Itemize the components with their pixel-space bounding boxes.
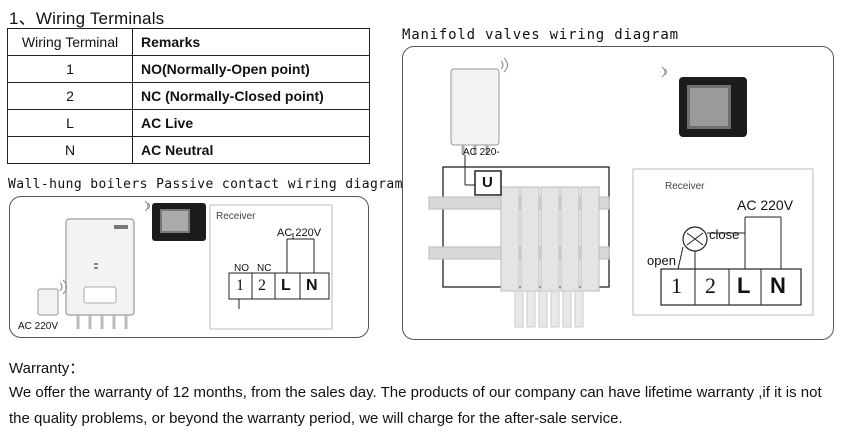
boiler-diagram-caption: Wall-hung boilers Passive contact wiring… — [8, 177, 403, 192]
thermostat-image — [144, 200, 206, 241]
no-label: NO — [234, 263, 249, 274]
terminal-l-label: L — [281, 277, 291, 294]
table-row: 1 NO(Normally-Open point) — [7, 55, 370, 83]
thermostat-image — [661, 66, 747, 137]
remark-cell: AC Neutral — [132, 136, 370, 164]
boiler-wiring-panel: Receiver AC 220V NO NC 1 2 L N AC 220V — [9, 196, 369, 338]
valve-u-label: U — [482, 174, 493, 191]
manifold-ac-label: AC 220V — [737, 197, 794, 213]
table-row: L AC Live — [7, 109, 370, 137]
terminal-cell: 2 — [7, 82, 133, 110]
terminal-cell: 1 — [7, 55, 133, 83]
boiler-ac-label: AC 220V — [277, 227, 322, 239]
manifold-image — [428, 186, 610, 328]
manifold-diagram-caption: Manifold valves wiring diagram — [402, 27, 679, 43]
receiver-box-image — [37, 279, 67, 316]
wall-hung-boiler-image — [65, 218, 135, 329]
terminal-n-label: N — [306, 277, 318, 294]
open-label: open — [647, 253, 676, 268]
terminal-2-label: 2 — [705, 273, 716, 298]
warranty-text-line-2: the quality problems, or beyond the warr… — [9, 410, 623, 427]
close-label: close — [709, 227, 740, 242]
terminal-cell: L — [7, 109, 133, 137]
terminal-cell: N — [7, 136, 133, 164]
receiver-label: Receiver — [216, 211, 256, 222]
boiler-power-label: AC 220V — [18, 321, 59, 332]
actuator-ac-label: AC 220- — [463, 147, 500, 158]
warranty-title: Warranty： — [9, 360, 85, 377]
manifold-diagram-svg — [428, 57, 814, 328]
table-row: N AC Neutral — [7, 136, 370, 164]
remark-cell: NC (Normally-Closed point) — [132, 82, 370, 110]
terminal-1-label: 1 — [236, 277, 244, 294]
table-row: 2 NC (Normally-Closed point) — [7, 82, 370, 110]
terminal-1-label: 1 — [671, 273, 682, 298]
terminal-2-label: 2 — [258, 277, 266, 294]
boiler-diagram-svg — [37, 200, 333, 330]
header-wiring-terminal: Wiring Terminal — [7, 28, 133, 56]
terminal-l-label: L — [737, 273, 751, 298]
wiring-terminal-table: Wiring Terminal Remarks 1 NO(Normally-Op… — [7, 28, 370, 164]
terminal-n-label: N — [770, 273, 786, 298]
nc-label: NC — [257, 263, 272, 274]
table-header-row: Wiring Terminal Remarks — [7, 28, 370, 56]
warranty-text-line-1: We offer the warranty of 12 months, from… — [9, 384, 822, 401]
remark-cell: AC Live — [132, 109, 370, 137]
manifold-wiring-panel: AC 220- U Receiver AC 220V close open 1 … — [402, 46, 834, 340]
section-title: 1、Wiring Terminals — [9, 9, 165, 28]
receiver-label: Receiver — [665, 181, 705, 192]
remark-cell: NO(Normally-Open point) — [132, 55, 370, 83]
header-remarks: Remarks — [132, 28, 370, 56]
actuator-image — [450, 57, 508, 155]
